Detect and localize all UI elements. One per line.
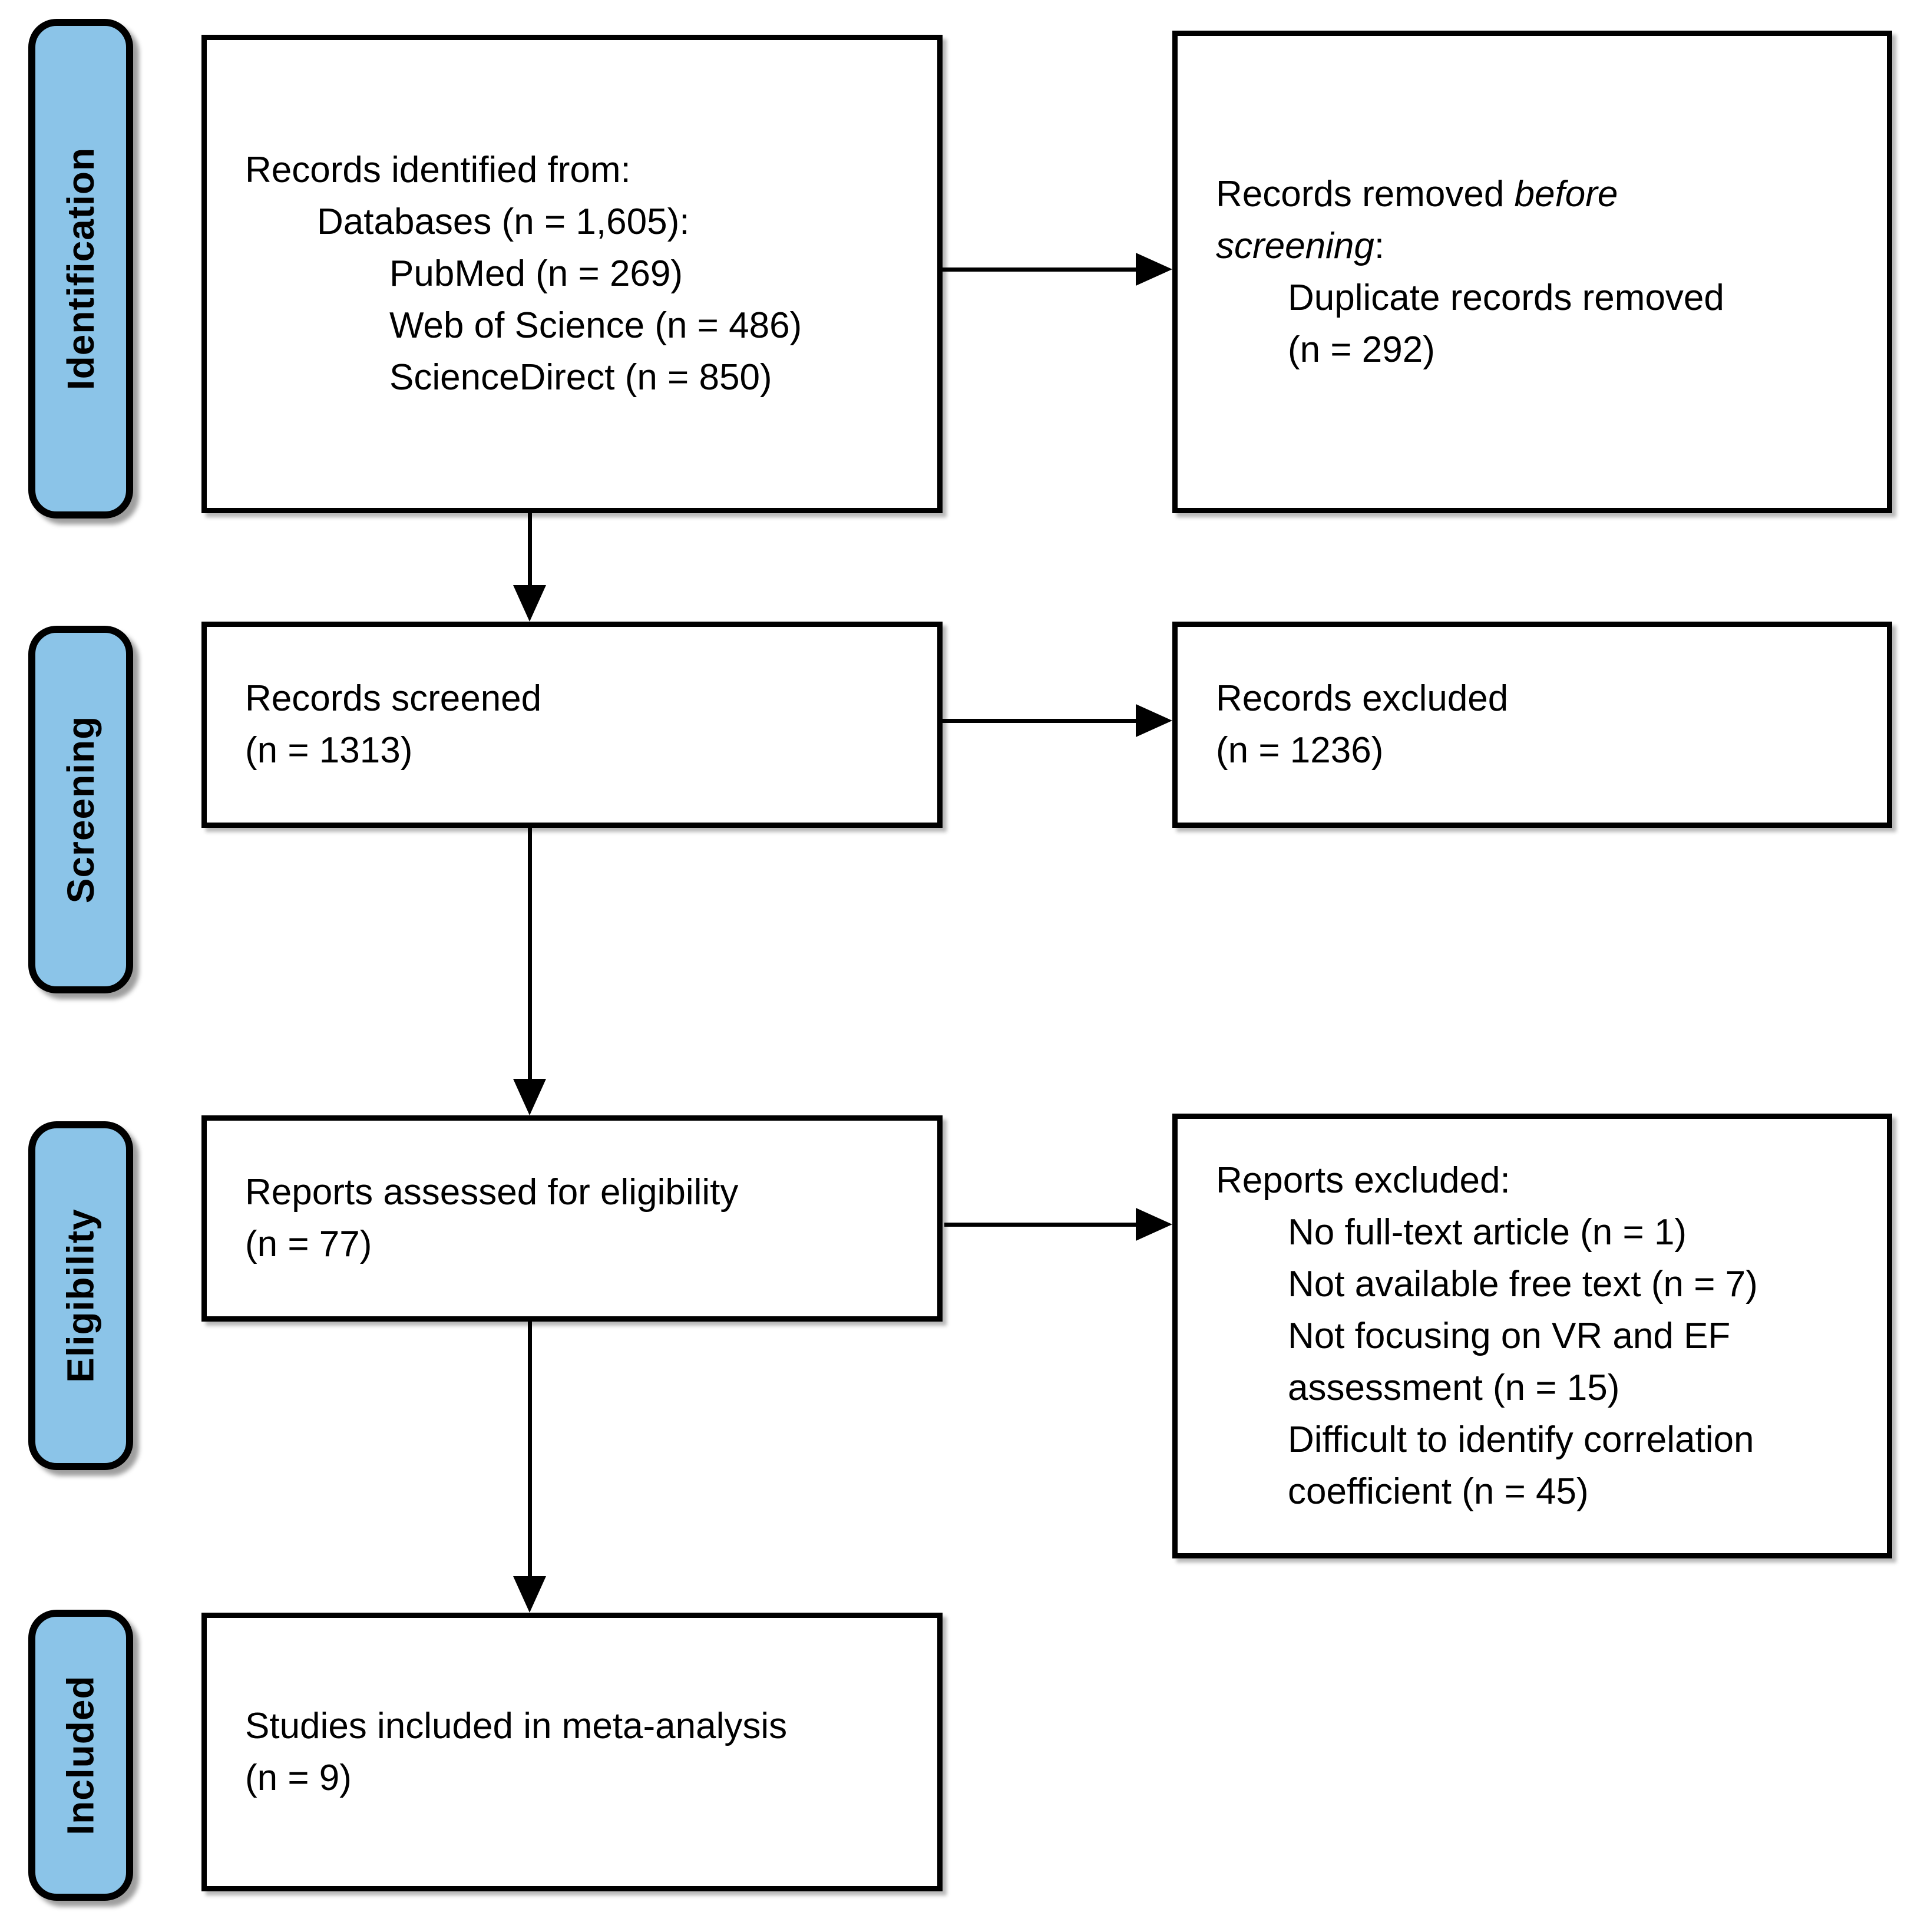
- box-text-line: screening:: [1216, 220, 1870, 272]
- text-segment-italic: before: [1514, 173, 1618, 214]
- box-text-line: (n = 1313): [245, 730, 413, 771]
- stage-label-text: Included: [59, 1675, 102, 1835]
- box-text-line: Records removed before: [1216, 169, 1870, 220]
- records-excluded-box: Records excluded (n = 1236): [1172, 622, 1892, 828]
- arrow-down-icon: [513, 1079, 546, 1115]
- stage-label-text: Eligibility: [59, 1208, 102, 1383]
- stage-label-screening: Screening: [28, 626, 133, 993]
- box-text-line: (n = 9): [245, 1757, 352, 1798]
- arrow-assessed-to-reports-excluded: [944, 1223, 1138, 1227]
- box-text-line: (n = 292): [1288, 329, 1435, 370]
- arrow-assessed-to-included: [528, 1322, 532, 1580]
- records-removed-box: Records removed before screening: Duplic…: [1172, 31, 1892, 513]
- box-text-line: No full-text article (n = 1): [1288, 1211, 1687, 1253]
- records-screened-box: Records screened (n = 1313): [201, 622, 943, 828]
- stage-label-text: Screening: [59, 715, 102, 904]
- arrow-identified-to-screened: [528, 513, 532, 589]
- box-text-line: Duplicate records removed: [1288, 277, 1724, 318]
- box-text-line: Reports excluded:: [1216, 1160, 1510, 1201]
- reports-excluded-box: Reports excluded: No full-text article (…: [1172, 1114, 1892, 1558]
- box-text-line: Records screened: [245, 678, 542, 719]
- box-text-line: (n = 1236): [1216, 730, 1384, 771]
- stage-label-eligibility: Eligibility: [28, 1121, 133, 1470]
- studies-included-box: Studies included in meta-analysis (n = 9…: [201, 1613, 943, 1891]
- stage-label-text: Identification: [59, 147, 102, 391]
- box-text-line: Records excluded: [1216, 678, 1509, 719]
- box-text-line: Reports assessed for eligibility: [245, 1172, 739, 1213]
- box-text-line: (n = 77): [245, 1224, 372, 1264]
- arrow-screened-to-excluded: [943, 719, 1138, 723]
- box-text-line: assessment (n = 15): [1288, 1367, 1620, 1408]
- box-text-line: ScienceDirect (n = 850): [389, 357, 772, 398]
- box-text-line: Not focusing on VR and EF: [1288, 1315, 1731, 1356]
- text-segment: :: [1374, 225, 1385, 266]
- box-text-line: Web of Science (n = 486): [389, 305, 802, 346]
- box-text-line: PubMed (n = 269): [389, 253, 683, 294]
- arrow-right-icon: [1136, 704, 1172, 737]
- box-text-line: coefficient (n = 45): [1288, 1471, 1589, 1512]
- records-identified-box: Records identified from: Databases (n = …: [201, 35, 943, 513]
- box-text-line: Databases (n = 1,605):: [317, 202, 690, 242]
- text-segment-italic: screening: [1216, 225, 1374, 266]
- arrow-right-icon: [1136, 1208, 1172, 1241]
- reports-assessed-box: Reports assessed for eligibility (n = 77…: [201, 1115, 943, 1322]
- stage-label-included: Included: [28, 1610, 133, 1901]
- box-text-line: Difficult to identify correlation: [1288, 1419, 1754, 1460]
- arrow-screened-to-assessed: [528, 828, 532, 1082]
- arrow-down-icon: [513, 585, 546, 622]
- box-text-line: Not available free text (n = 7): [1288, 1263, 1758, 1304]
- box-text-line: Records identified from:: [245, 150, 631, 190]
- arrow-right-icon: [1136, 253, 1172, 286]
- arrow-identified-to-removed: [943, 267, 1138, 272]
- arrow-down-icon: [513, 1576, 546, 1613]
- box-text-line: Studies included in meta-analysis: [245, 1705, 788, 1746]
- text-segment: Records removed: [1216, 173, 1515, 214]
- stage-label-identification: Identification: [28, 19, 133, 518]
